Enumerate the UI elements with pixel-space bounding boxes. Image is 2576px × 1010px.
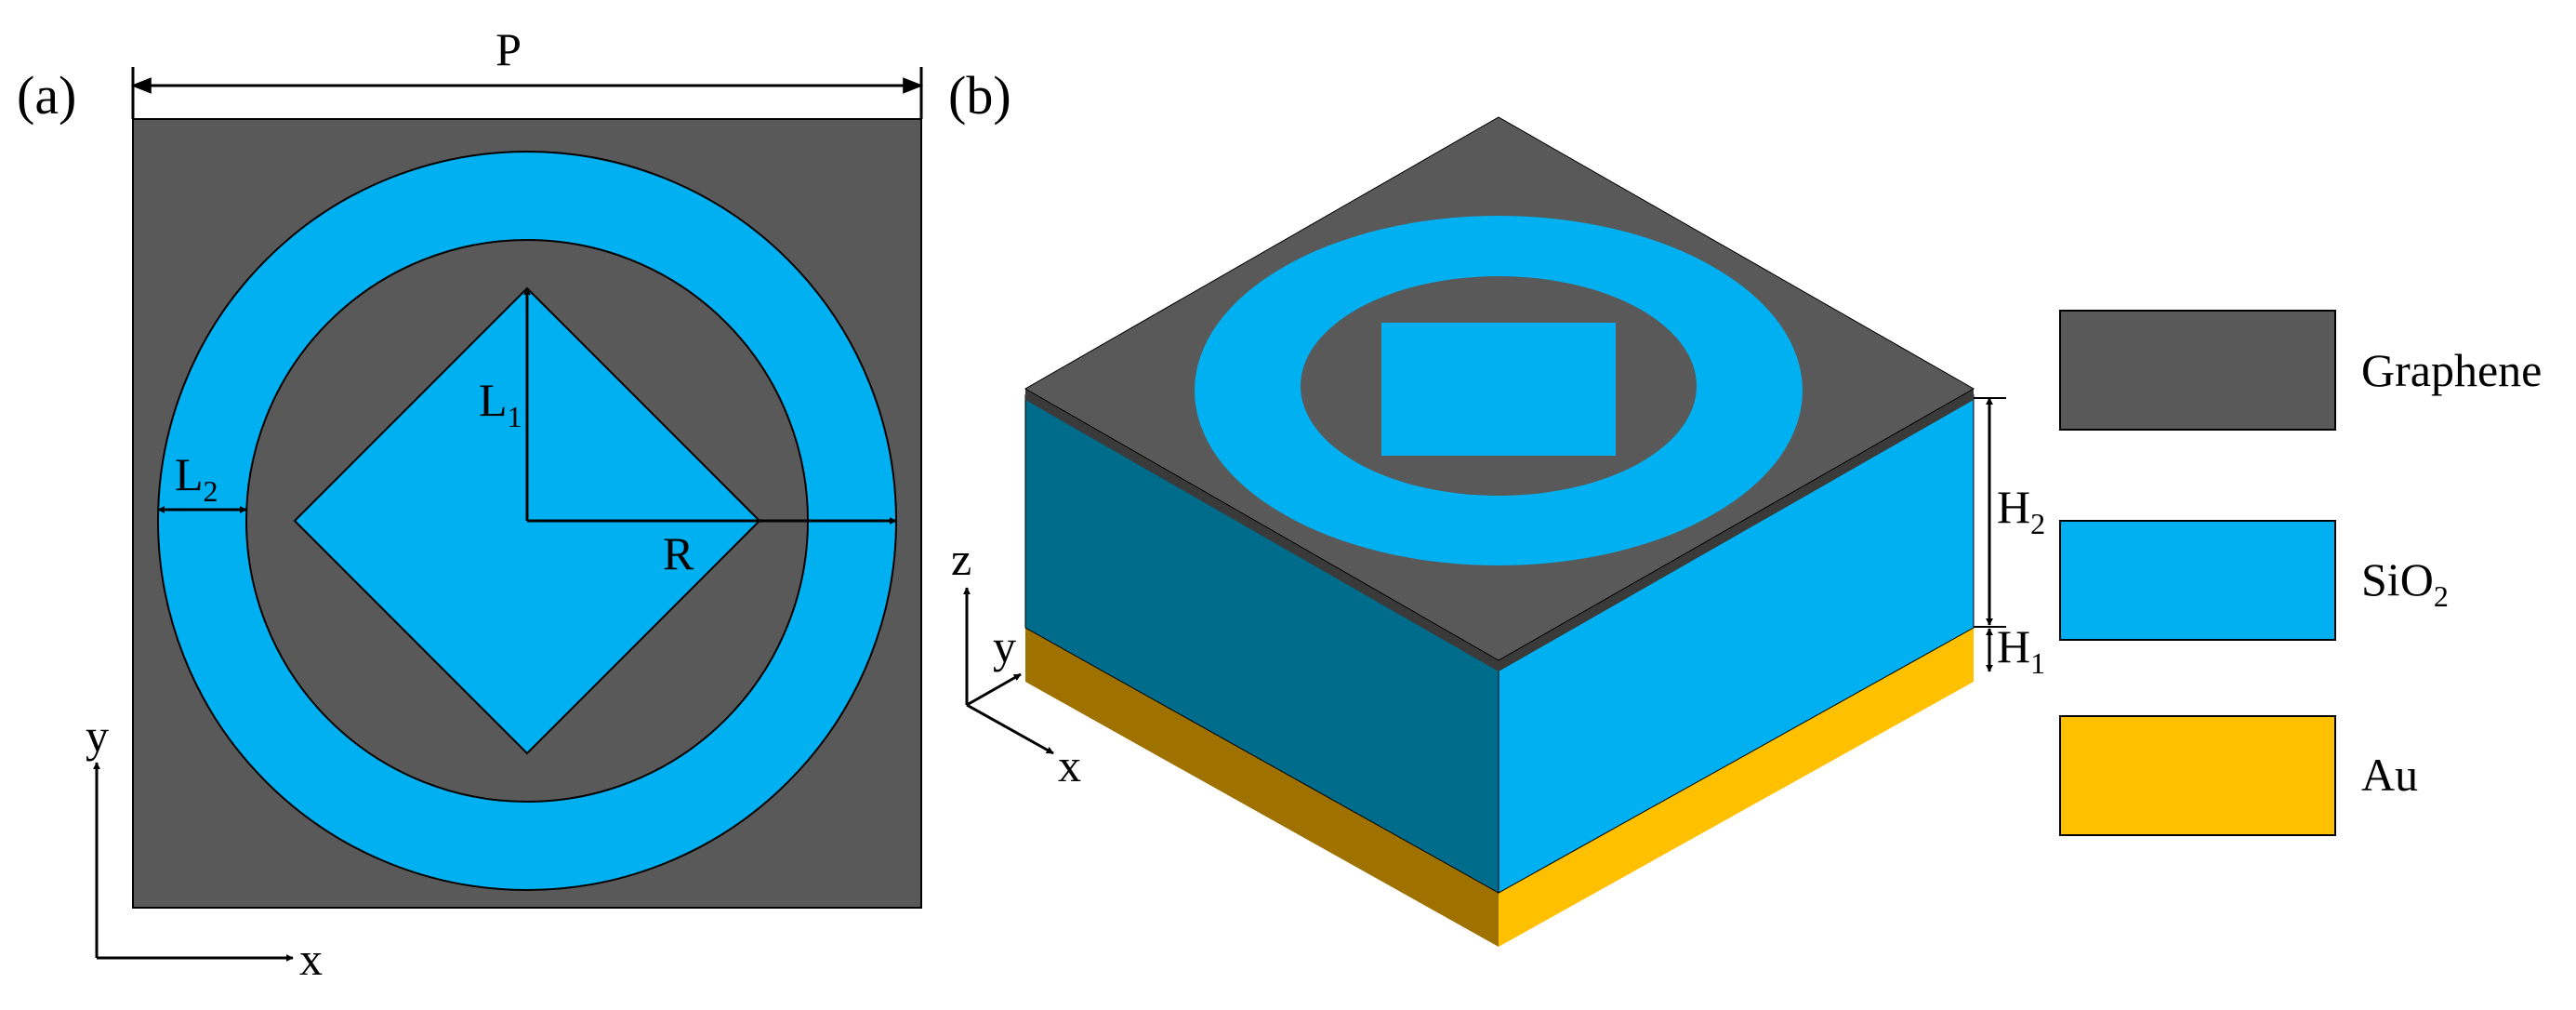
axis3d-y-arrow <box>966 672 1022 707</box>
graphene-top-edge-left <box>1025 389 1499 671</box>
r-label: R <box>663 527 694 579</box>
legend: Graphene SiO2 Au <box>2059 310 2542 836</box>
panel-b-tag: (b) <box>948 65 1011 126</box>
l2-label: L2 <box>175 448 218 508</box>
panel-a: (a) P L1 R L2 y x <box>17 23 924 985</box>
au-layer-right-face <box>1499 628 1974 947</box>
axis-y-label: y <box>86 710 109 762</box>
legend-swatch-sio2 <box>2059 520 2336 641</box>
axis-x-label: x <box>299 933 323 985</box>
legend-item-au: Au <box>2059 715 2418 836</box>
panel-a-tag: (a) <box>17 65 76 126</box>
h1-label: H1 <box>1997 620 2045 680</box>
legend-swatch-au <box>2059 715 2336 836</box>
graphene-top-edge-right <box>1499 389 1974 671</box>
axis3d-z-label: z <box>951 533 971 585</box>
axis3d-y-label: y <box>993 620 1016 672</box>
legend-item-sio2: SiO2 <box>2059 520 2449 641</box>
sio2-patch-3d <box>1381 323 1616 456</box>
au-layer-left-face <box>1025 628 1499 947</box>
axis3d-x-label: x <box>1058 739 1081 791</box>
p-label: P <box>495 23 522 75</box>
legend-label-au: Au <box>2361 749 2418 801</box>
legend-label-sio2: SiO2 <box>2361 553 2449 613</box>
panel-b: (b) H2 H1 z y x <box>948 65 2045 947</box>
l1-label: L1 <box>479 374 522 433</box>
axis3d-x-arrow <box>966 703 1054 755</box>
legend-swatch-graphene <box>2059 310 2336 431</box>
legend-label-graphene: Graphene <box>2361 344 2542 396</box>
legend-item-graphene: Graphene <box>2059 310 2542 431</box>
h2-label: H2 <box>1997 481 2045 540</box>
